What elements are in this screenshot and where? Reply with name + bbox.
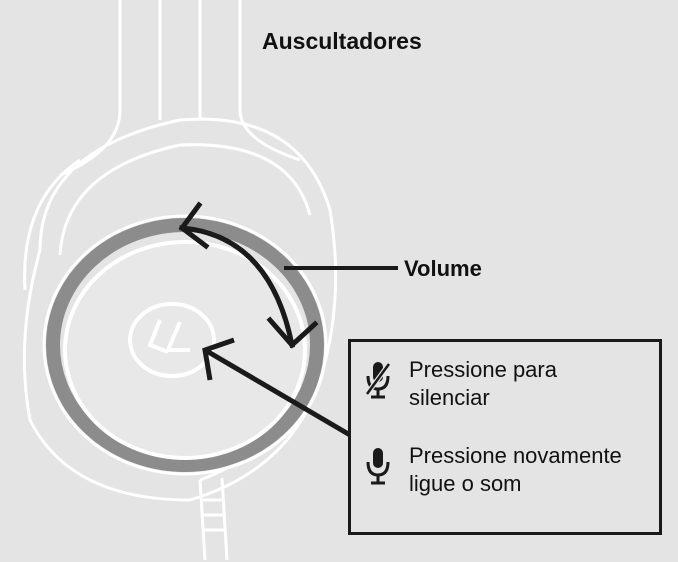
unmute-line-2: ligue o som [409, 471, 522, 496]
logo-button [128, 302, 216, 378]
headband [59, 0, 301, 177]
mic-muted-icon [365, 362, 391, 399]
cable [198, 477, 229, 561]
diagram-title: Auscultadores [262, 28, 422, 54]
mic-icon [366, 448, 390, 485]
mic-info-box: Pressione para silenciar Pressione novam… [348, 339, 662, 535]
volume-arrow [178, 201, 319, 349]
unmute-line-1: Pressione novamente [409, 443, 622, 468]
mute-line-2: silenciar [409, 385, 490, 410]
ring-outline-outer [42, 214, 328, 476]
button-arrow [202, 337, 352, 438]
mute-line-1: Pressione para [409, 357, 557, 382]
unmute-instruction: Pressione novamente ligue o som [409, 442, 622, 498]
volume-label: Volume [404, 256, 482, 281]
mute-instruction: Pressione para silenciar [409, 356, 557, 412]
